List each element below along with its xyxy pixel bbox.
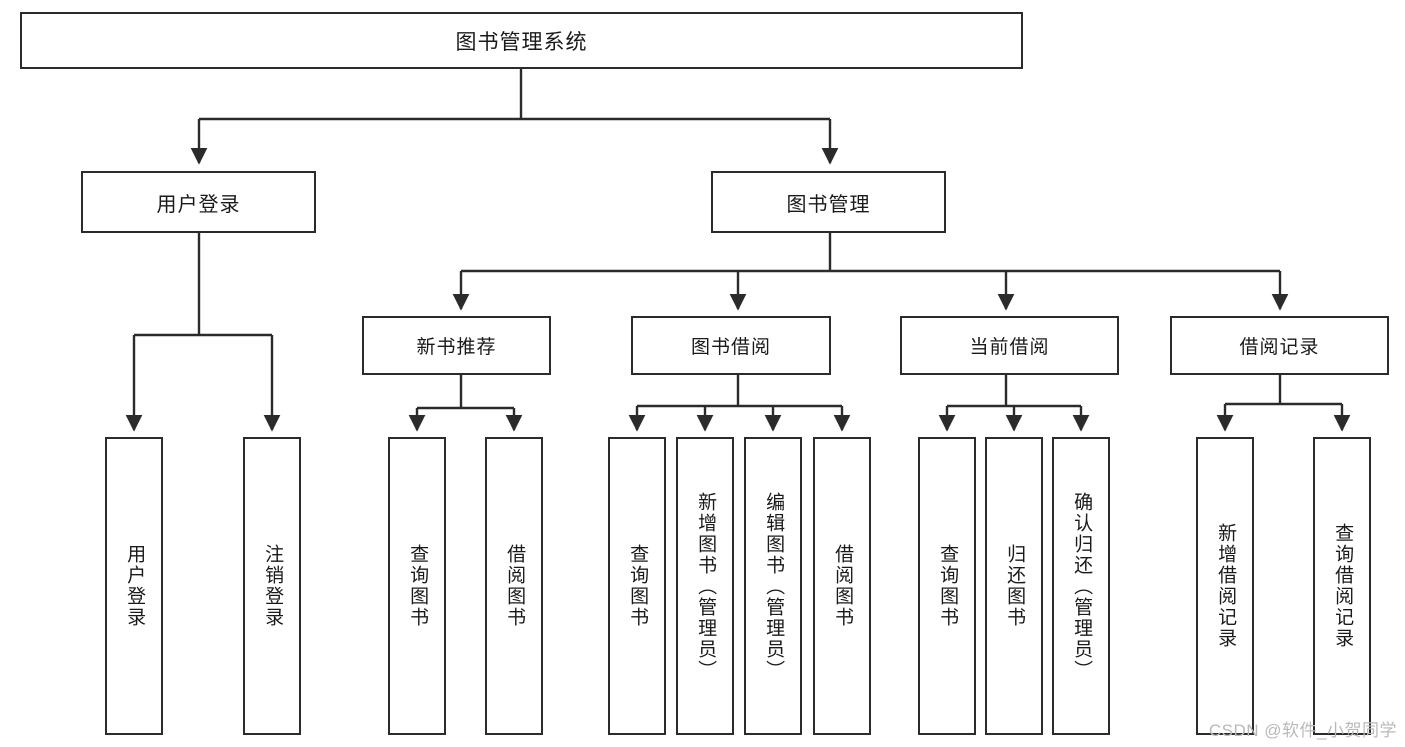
node-leaf-borrow-book-2[interactable]: 借阅图书 [813,437,871,735]
node-leaf-confirm-return-label: 确认归还（管理员） [1071,491,1093,681]
node-leaf-return-book-label: 归还图书 [1004,544,1026,628]
node-leaf-edit-book-label: 编辑图书（管理员） [763,491,785,681]
node-leaf-query-book-1[interactable]: 查询图书 [388,437,446,735]
node-book-borrow-label: 图书借阅 [690,337,771,358]
node-leaf-edit-book[interactable]: 编辑图书（管理员） [744,437,802,735]
node-leaf-logout-label: 注销登录 [262,544,284,628]
node-leaf-query-book-1-label: 查询图书 [407,544,429,628]
node-borrow-record-label: 借阅记录 [1239,337,1320,358]
node-leaf-query-book-3-label: 查询图书 [937,544,959,628]
node-current-borrow[interactable]: 当前借阅 [900,316,1119,375]
node-leaf-add-record[interactable]: 新增借阅记录 [1196,437,1254,735]
node-user-login[interactable]: 用户登录 [81,171,316,233]
node-root[interactable]: 图书管理系统 [20,12,1023,69]
node-leaf-query-book-3[interactable]: 查询图书 [918,437,976,735]
node-book-manage-label: 图书管理 [786,193,871,216]
node-leaf-logout[interactable]: 注销登录 [243,437,301,735]
node-leaf-add-record-label: 新增借阅记录 [1215,523,1237,649]
node-leaf-add-book-label: 新增图书（管理员） [695,491,717,681]
node-new-book-recommend-label: 新书推荐 [416,337,497,358]
node-leaf-query-book-2-label: 查询图书 [627,544,649,628]
node-book-borrow[interactable]: 图书借阅 [631,316,831,375]
node-root-label: 图书管理系统 [455,30,588,54]
node-leaf-query-record-label: 查询借阅记录 [1332,523,1354,649]
node-leaf-borrow-book-1-label: 借阅图书 [504,544,526,628]
node-leaf-user-login-label: 用户登录 [124,544,146,628]
node-leaf-return-book[interactable]: 归还图书 [985,437,1043,735]
node-user-login-label: 用户登录 [156,193,241,216]
node-leaf-query-book-2[interactable]: 查询图书 [608,437,666,735]
node-book-manage[interactable]: 图书管理 [711,171,946,233]
node-current-borrow-label: 当前借阅 [969,337,1050,358]
node-borrow-record[interactable]: 借阅记录 [1170,316,1389,375]
node-new-book-recommend[interactable]: 新书推荐 [362,316,551,375]
node-leaf-user-login[interactable]: 用户登录 [105,437,163,735]
node-leaf-borrow-book-2-label: 借阅图书 [832,544,854,628]
node-leaf-add-book[interactable]: 新增图书（管理员） [676,437,734,735]
node-leaf-query-record[interactable]: 查询借阅记录 [1313,437,1371,735]
node-leaf-confirm-return[interactable]: 确认归还（管理员） [1052,437,1110,735]
node-leaf-borrow-book-1[interactable]: 借阅图书 [485,437,543,735]
